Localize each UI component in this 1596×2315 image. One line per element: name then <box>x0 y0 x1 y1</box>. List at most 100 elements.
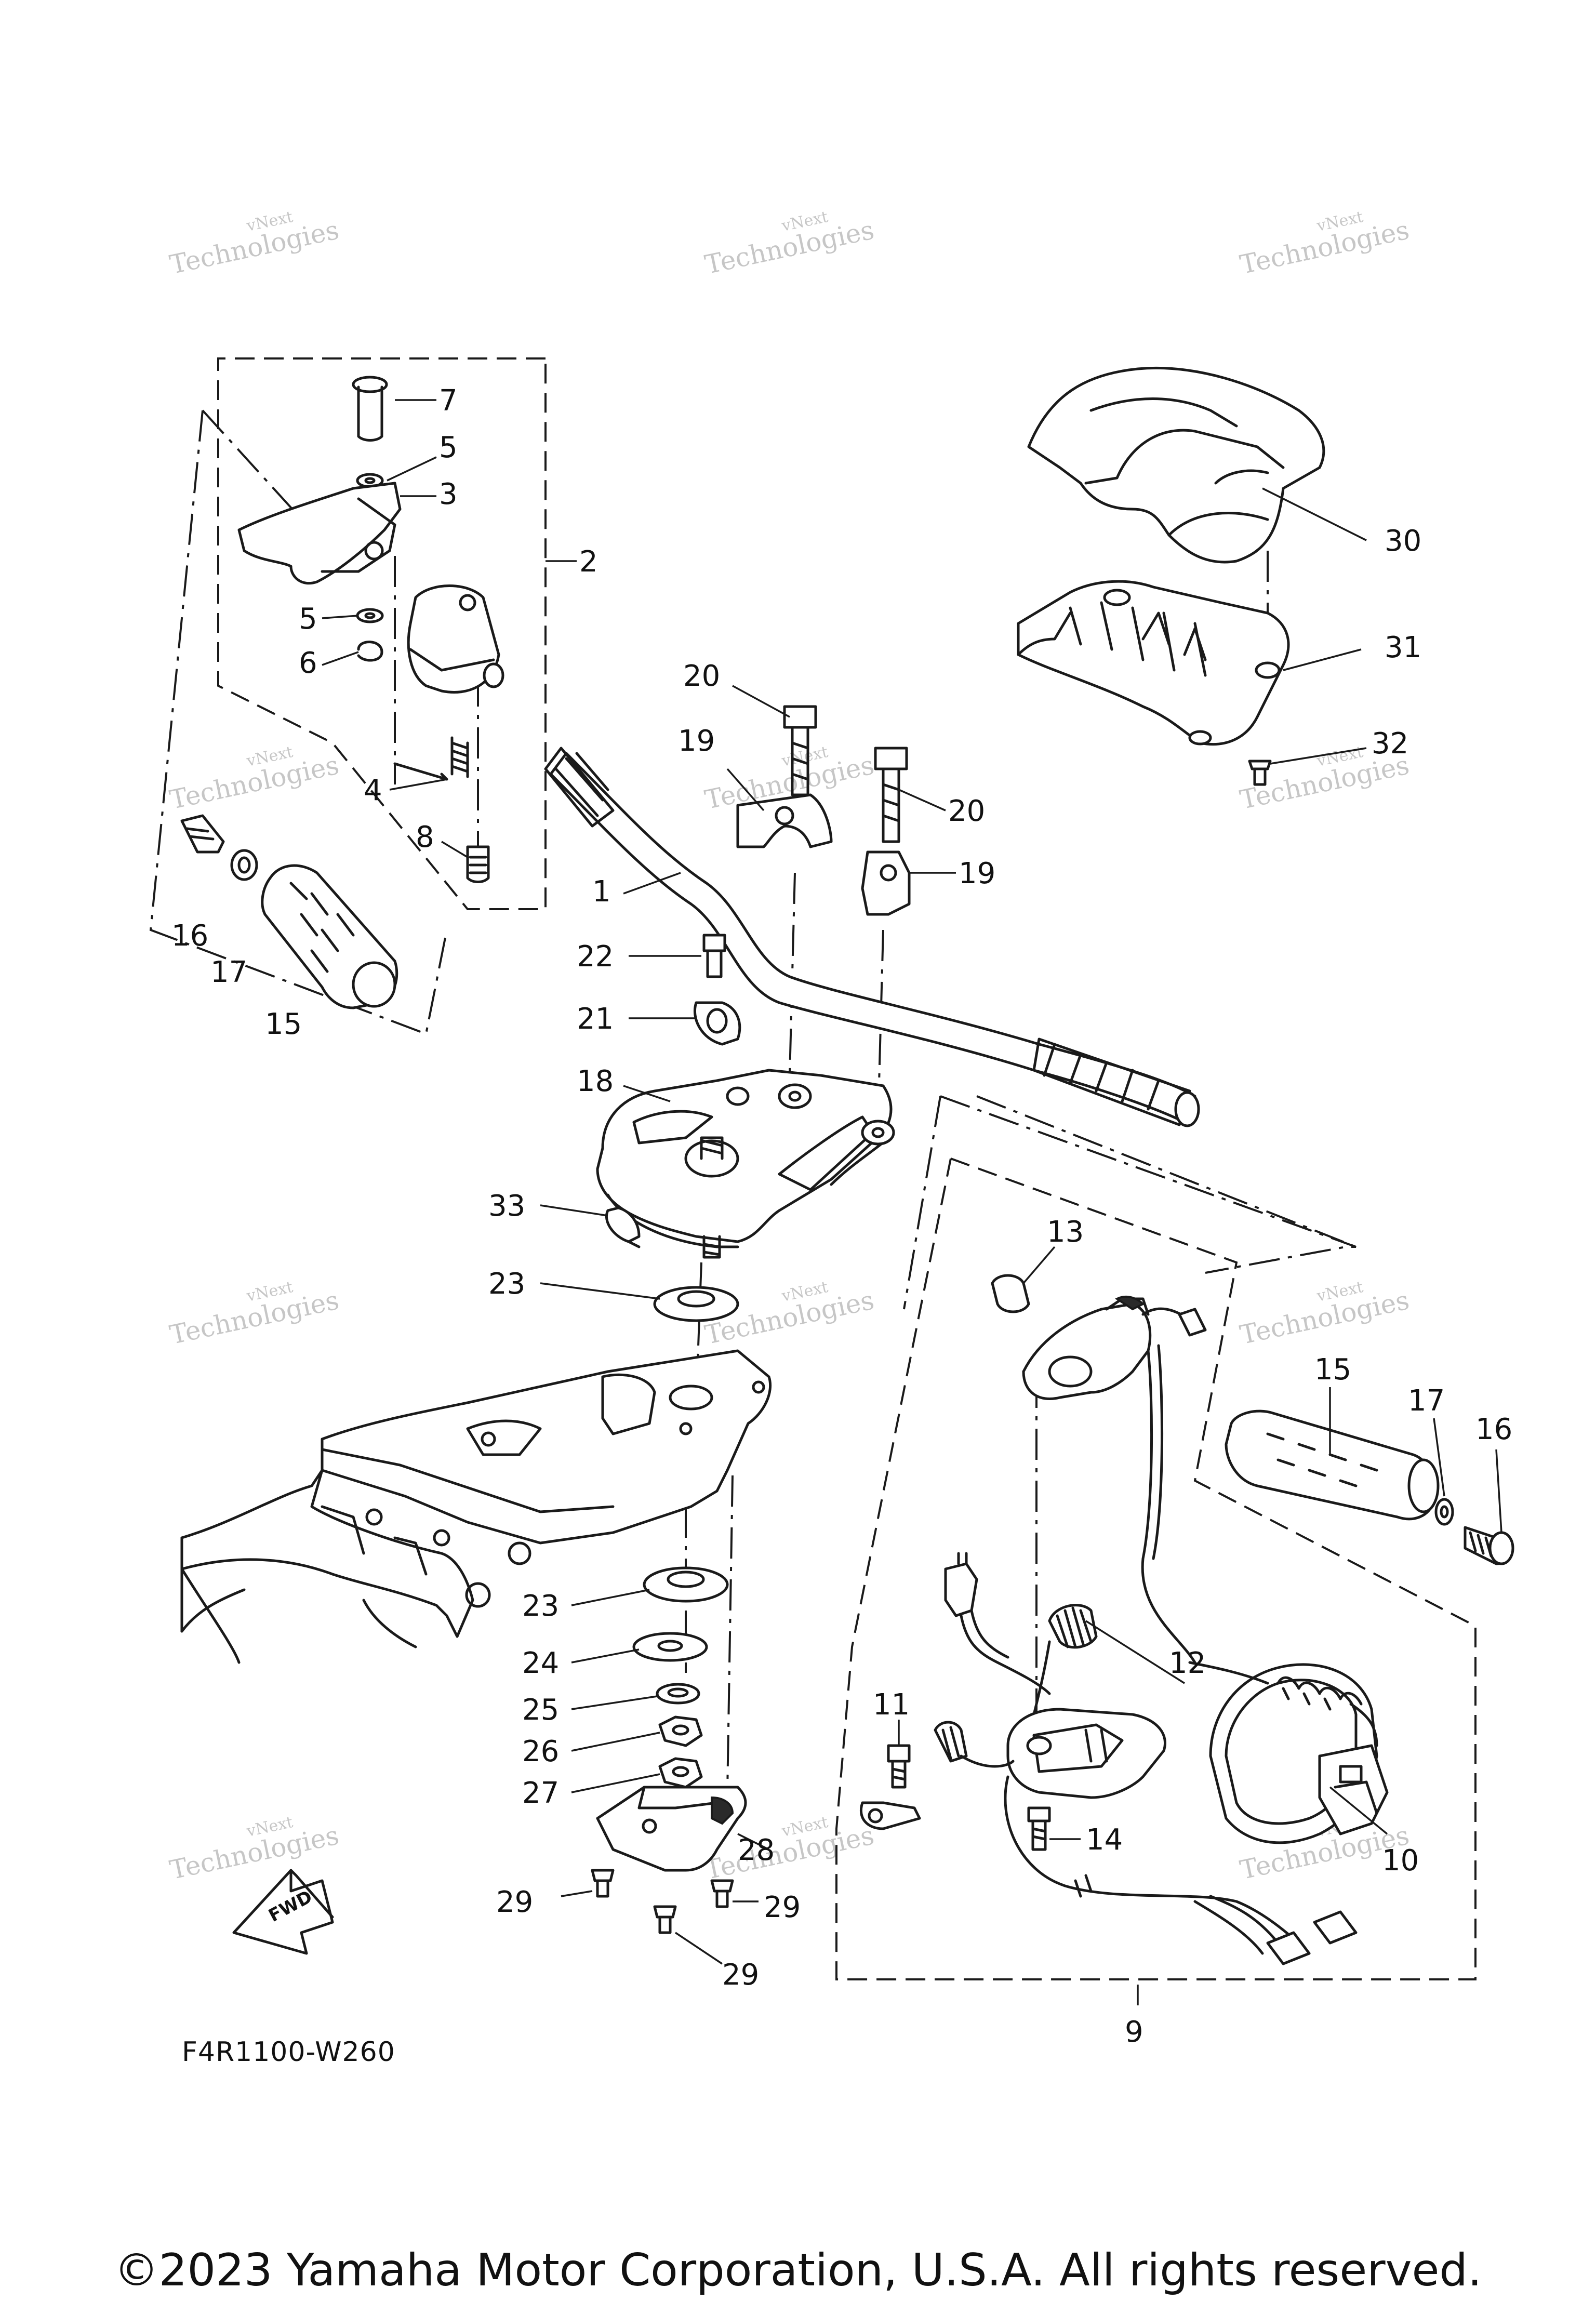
callout-30: 30 <box>1385 524 1421 558</box>
washer-lower <box>356 608 384 623</box>
group-outlines <box>149 357 1477 1980</box>
hose-clip <box>605 1206 641 1243</box>
callout-29: 29 <box>722 1958 759 1992</box>
watermark: vNext Technologies <box>702 208 877 280</box>
cover-screw-1 <box>591 1869 615 1882</box>
callout-14: 14 <box>1086 1823 1123 1857</box>
callout-16: 16 <box>171 919 208 953</box>
callout-6: 6 <box>299 646 317 680</box>
center-line-clamp-l <box>789 872 796 1076</box>
callout-13: 13 <box>1047 1215 1084 1249</box>
hex-nut-lower <box>658 1757 703 1789</box>
handlebar-clamp-right <box>861 850 911 916</box>
lever-assembly-box <box>217 357 547 910</box>
lanyard-spring <box>1276 1676 1363 1706</box>
forward-direction-arrow: FWD <box>232 1869 334 1955</box>
harness-cable <box>1004 1775 1311 1955</box>
cover-screw-3 <box>710 1879 734 1893</box>
callout-leaders <box>322 399 1502 2005</box>
callout-17: 17 <box>1408 1384 1445 1418</box>
switch-housing-upper <box>1022 1302 1152 1401</box>
callout-10: 10 <box>1382 1844 1419 1878</box>
deck-plate <box>321 1349 772 1545</box>
callout-33: 33 <box>488 1189 525 1223</box>
callout-4: 4 <box>364 774 382 807</box>
callout-26: 26 <box>522 1735 559 1768</box>
right-grip-group <box>1225 1409 1514 1565</box>
watermark: vNext Technologies <box>1238 208 1412 280</box>
callout-19: 19 <box>678 724 715 758</box>
switch-screw <box>887 1744 911 1763</box>
switch-mount-screw <box>1027 1806 1051 1822</box>
grip-projection-right <box>940 1095 1356 1274</box>
diagram-code: F4R1100-W260 <box>182 2037 395 2068</box>
grip-washer-right <box>1434 1498 1454 1526</box>
lanyard-clip <box>1318 1744 1389 1835</box>
watermark: vNext Technologies <box>167 208 342 280</box>
callout-2: 2 <box>579 545 598 579</box>
grip-end-bolt <box>180 814 225 854</box>
mounting-hardware-stack <box>632 1286 739 1789</box>
clamp-bolt-left <box>783 705 817 729</box>
callout-12: 12 <box>1169 1646 1206 1680</box>
steering-covers-top <box>1017 366 1325 786</box>
steering-holder-group <box>596 934 895 1259</box>
callout-23: 23 <box>522 1589 559 1623</box>
switch-projection <box>903 1096 941 1310</box>
watermark: vNext Technologies <box>167 1813 342 1885</box>
switch-assembly-box <box>835 1158 1477 1980</box>
callout-5: 5 <box>439 431 458 464</box>
circlip <box>357 641 383 662</box>
switch-housing-lower <box>1006 1708 1166 1799</box>
callout-1: 1 <box>592 875 611 909</box>
flat-washer <box>632 1632 708 1662</box>
callout-8: 8 <box>416 820 434 854</box>
center-line-bolt <box>726 1475 734 1793</box>
callout-20: 20 <box>683 659 720 693</box>
upper-cover <box>1027 366 1325 564</box>
left-grip-group <box>180 814 398 1009</box>
switch-cable <box>1141 1349 1196 1664</box>
callout-16: 16 <box>1475 1413 1512 1446</box>
callout-29: 29 <box>496 1885 533 1919</box>
cover-tapping-screw <box>1248 760 1272 770</box>
steering-stem-top <box>684 1139 739 1178</box>
callout-labels: 7 5 3 2 5 6 4 8 16 17 15 1 20 19 20 19 2… <box>171 384 1512 2049</box>
grip-projection-left <box>149 410 448 1035</box>
switch-assembly <box>859 1274 1389 1965</box>
grip-knurl-right <box>1032 1037 1191 1126</box>
callout-32: 32 <box>1372 727 1408 761</box>
grip-washer <box>230 849 258 881</box>
handlebar-end <box>1174 1091 1200 1127</box>
pin <box>352 376 388 393</box>
watermark: vNext Technologies <box>1238 1278 1412 1350</box>
callout-3: 3 <box>439 477 458 511</box>
callout-29: 29 <box>764 1891 801 1924</box>
callout-31: 31 <box>1385 631 1421 664</box>
callout-25: 25 <box>522 1693 559 1727</box>
callout-7: 7 <box>439 384 458 418</box>
watermark: vNext Technologies <box>167 1278 342 1350</box>
spring-washer <box>656 1683 700 1705</box>
grip-knurl-left <box>544 747 615 828</box>
connector-a <box>1266 1931 1311 1965</box>
throttle-housing <box>407 584 500 694</box>
callout-9: 9 <box>1125 2015 1143 2049</box>
lower-cover <box>1017 580 1290 746</box>
cover-projection <box>976 1095 1356 1248</box>
copyright-notice: ©2023 Yamaha Motor Corporation, U.S.A. A… <box>114 2244 1482 2296</box>
lever-projection <box>202 409 308 526</box>
hex-nut-upper <box>658 1715 703 1747</box>
callout-19: 19 <box>959 857 995 890</box>
throttle-lever-assembly <box>237 376 504 883</box>
callout-5: 5 <box>299 602 317 636</box>
callout-28: 28 <box>738 1833 775 1867</box>
return-spring <box>450 736 469 778</box>
switch-button-cap <box>991 1274 1030 1313</box>
callout-11: 11 <box>873 1688 910 1722</box>
callout-24: 24 <box>522 1646 559 1680</box>
callout-18: 18 <box>577 1065 614 1098</box>
cover-plate <box>596 1786 747 1872</box>
connector-b <box>1313 1910 1358 1945</box>
